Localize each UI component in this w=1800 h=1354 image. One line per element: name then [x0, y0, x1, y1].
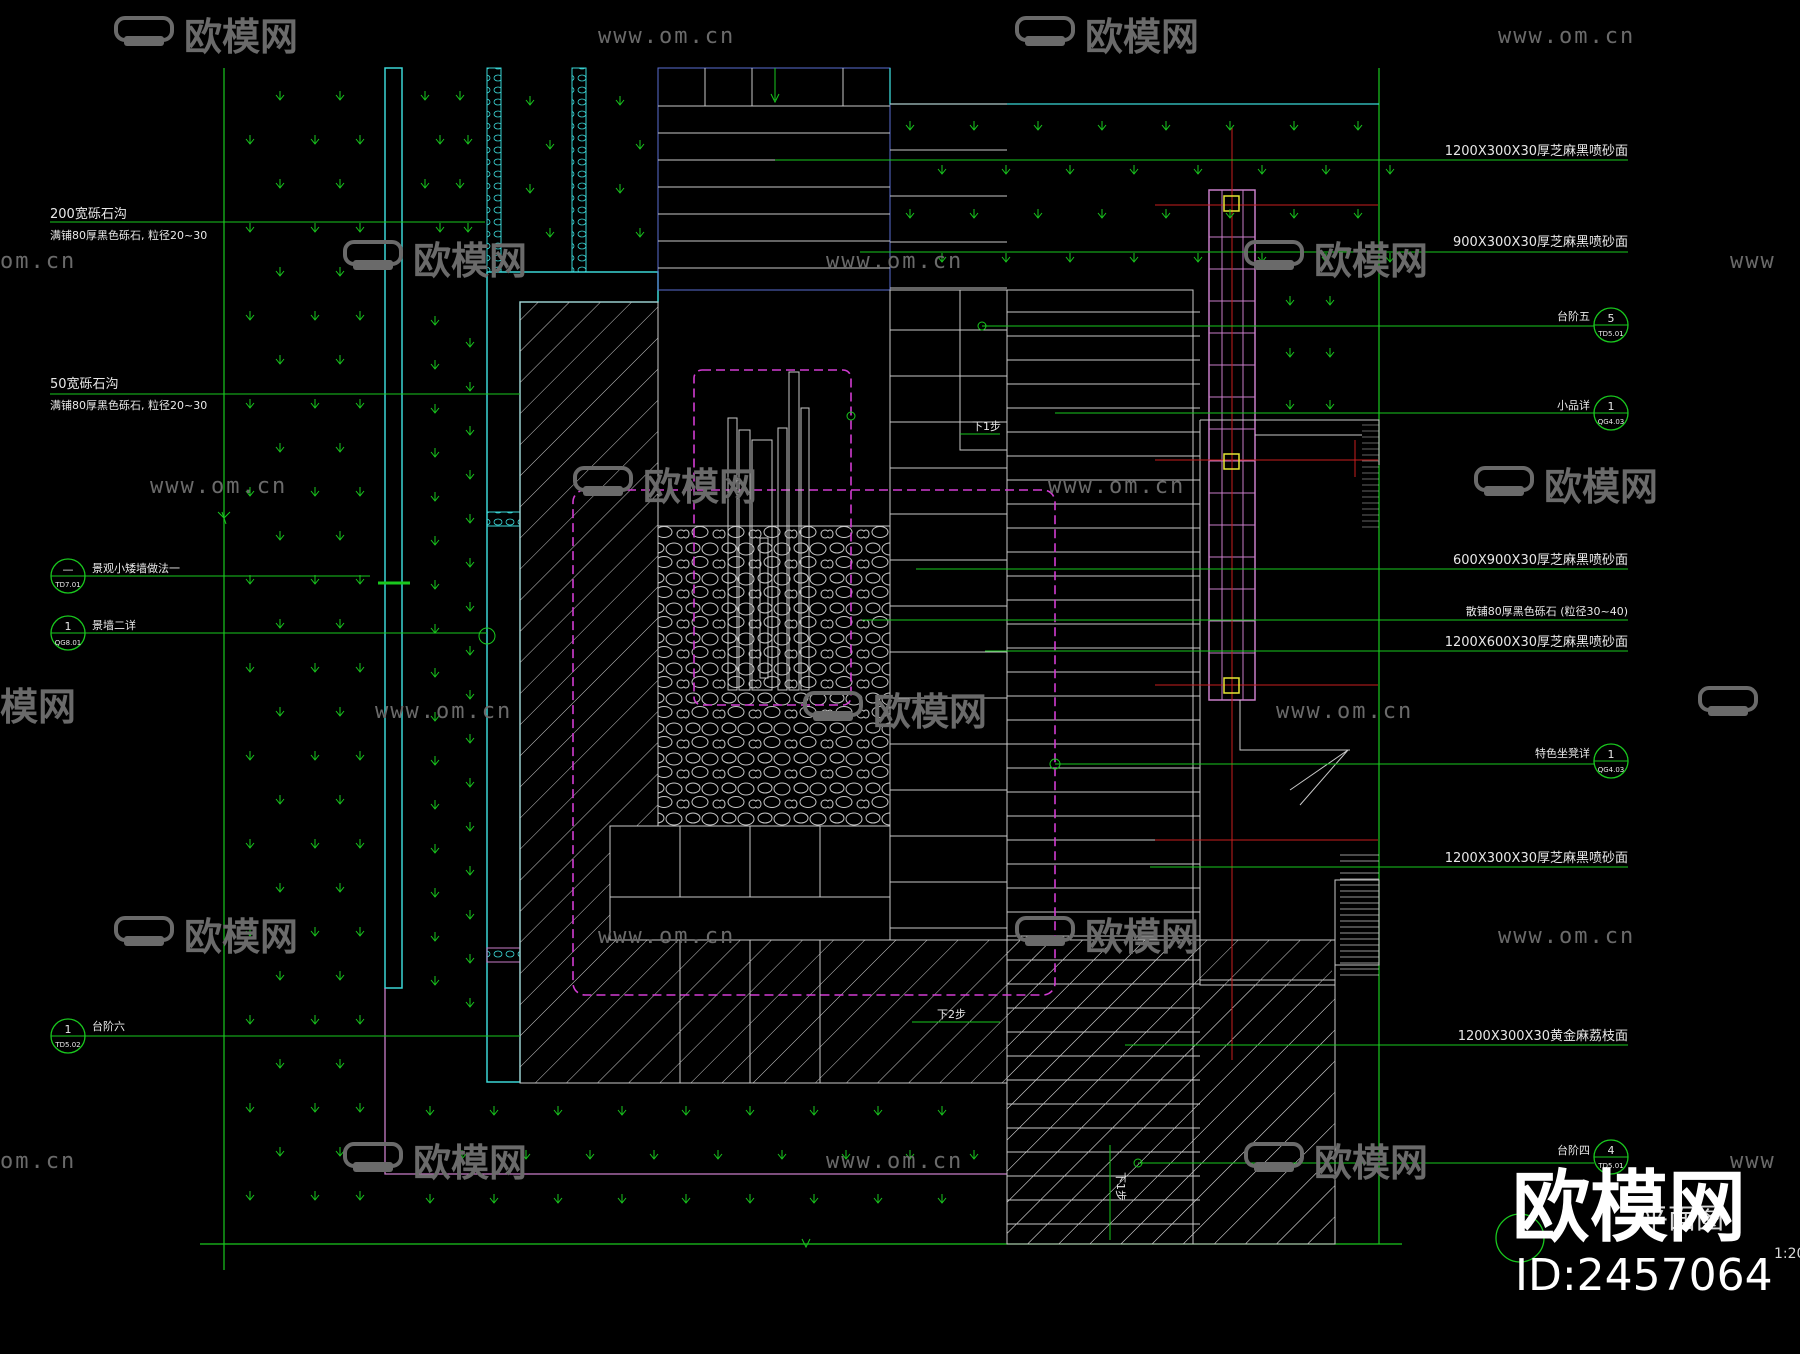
right-label-2: 900X300X30厚芝麻黑喷砂面 [1453, 234, 1628, 250]
drawing-title-text: 平面图 [1640, 1202, 1724, 1235]
callout-left-3-ref: TD5.02 [54, 1041, 80, 1049]
callout-left-3-text: 台阶六 [92, 1019, 125, 1033]
watermark-url: om.cn [0, 249, 76, 274]
svg-text:欧模网: 欧模网 [1544, 465, 1658, 509]
watermark-url: www.om.cn [1498, 24, 1635, 49]
callout-left-2-ref: QG8.01 [55, 639, 82, 647]
right-label-6: 1200X300X30厚芝麻黑喷砂面 [1445, 850, 1628, 866]
callout-right-4-num: 4 [1608, 1144, 1615, 1157]
logo-brand: 欧模网 [1512, 1163, 1746, 1253]
left-label-2-line1: 50宽砾石沟 [50, 376, 119, 392]
watermark-url: www.om.cn [598, 924, 735, 949]
callout-left-1-text: 景观小矮墙做法一 [92, 561, 180, 575]
callout-right-2-num: 1 [1608, 400, 1615, 413]
watermark-brand: 欧模网 [343, 239, 527, 283]
watermark-url: www [1730, 249, 1776, 274]
svg-text:欧模网: 欧模网 [873, 690, 987, 734]
callout-left-3[interactable]: 1 TD5.02 台阶六 [50, 1018, 125, 1054]
watermark-url: www.om.cn [598, 24, 735, 49]
watermark-brand: 欧模网 [343, 1141, 527, 1185]
svg-text:欧模网: 欧模网 [643, 465, 757, 509]
watermark-brand: 欧模网 [1474, 465, 1658, 509]
callout-right-4-text: 台阶四 [1557, 1143, 1590, 1157]
callout-right-4[interactable]: 4 TD5.01 台阶四 [1557, 1139, 1629, 1175]
right-label-4: 散铺80厚黑色砾石 (粒径30~40) [1466, 604, 1628, 618]
callout-right-3[interactable]: 1 QG4.03 特色坐凳详 [1535, 743, 1629, 779]
left-label-1-line2: 满铺80厚黑色砾石, 粒径20~30 [50, 228, 207, 242]
left-annotations: 200宽砾石沟 满铺80厚黑色砾石, 粒径20~30 50宽砾石沟 满铺80厚黑… [50, 206, 207, 1054]
watermark-url: www.om.cn [1498, 924, 1635, 949]
logo-id: ID:2457064 [1515, 1250, 1773, 1301]
right-label-1: 1200X300X30厚芝麻黑喷砂面 [1445, 143, 1628, 159]
watermark-brand: 欧模网 [114, 15, 298, 59]
watermark-brand: 欧模网 [1015, 15, 1199, 59]
left-label-2-line2: 满铺80厚黑色砾石, 粒径20~30 [50, 398, 207, 412]
callout-right-3-text: 特色坐凳详 [1535, 746, 1590, 760]
svg-text:欧模网: 欧模网 [1085, 15, 1199, 59]
watermark-brand: 欧模网 [1015, 915, 1199, 959]
leader-lines [50, 159, 1628, 1164]
callout-right-3-ref: QG4.03 [1598, 766, 1625, 774]
callout-right-1[interactable]: 5 TD5.01 台阶五 [1557, 307, 1629, 343]
watermark-brand: 欧模网 [573, 465, 757, 509]
callout-right-2-text: 小品详 [1557, 398, 1590, 412]
step-label-down-3: 下1步 [1114, 1172, 1127, 1201]
callout-left-2-text: 景墙二详 [92, 618, 136, 632]
svg-text:欧模网: 欧模网 [1314, 1141, 1428, 1185]
right-annotations: 1200X300X30厚芝麻黑喷砂面 900X300X30厚芝麻黑喷砂面 600… [1445, 143, 1629, 1175]
callout-right-1-num: 5 [1608, 312, 1615, 325]
watermark-brand-partial: 模网 [0, 685, 76, 729]
drawing-title: 平面图 1:20 [1495, 1202, 1800, 1263]
callout-right-2-ref: QG4.03 [1598, 418, 1625, 426]
svg-text:欧模网: 欧模网 [1314, 239, 1428, 283]
right-label-7: 1200X300X30黄金麻荔枝面 [1458, 1028, 1628, 1044]
callout-right-1-text: 台阶五 [1557, 309, 1590, 323]
left-label-1-line1: 200宽砾石沟 [50, 206, 127, 222]
callout-left-1-num: — [63, 563, 74, 576]
watermark-url: www.om.cn [1276, 699, 1413, 724]
watermark-url: www.om.cn [150, 474, 287, 499]
watermark-url: www.om.cn [1048, 474, 1185, 499]
watermark-url: www [1730, 1149, 1776, 1174]
svg-text:欧模网: 欧模网 [184, 915, 298, 959]
watermark-brand: 欧模网 [114, 915, 298, 959]
callout-right-2[interactable]: 1 QG4.03 小品详 [1557, 395, 1629, 431]
callout-right-4-ref: TD5.01 [1597, 1162, 1623, 1170]
svg-text:欧模网: 欧模网 [413, 1141, 527, 1185]
callout-left-2-num: 1 [65, 620, 72, 633]
callout-left-3-num: 1 [65, 1023, 72, 1036]
callout-left-1-ref: TD7.01 [54, 581, 80, 589]
callout-left-1[interactable]: — TD7.01 景观小矮墙做法一 [50, 558, 180, 594]
callout-right-1-ref: TD5.01 [1597, 330, 1623, 338]
step-labels: 下1步 下2步 下1步 [937, 420, 1127, 1201]
watermark-url: om.cn [0, 1149, 76, 1174]
watermark-brand: 欧模网 [1244, 239, 1428, 283]
watermark-url: www.om.cn [826, 1149, 963, 1174]
step-label-down-2: 下2步 [937, 1008, 966, 1021]
drawing-scale: 1:20 [1774, 1246, 1800, 1262]
right-label-5: 1200X600X30厚芝麻黑喷砂面 [1445, 634, 1628, 650]
callout-left-2[interactable]: 1 QG8.01 景墙二详 [50, 615, 136, 651]
watermark-layer: 欧模网欧模网欧模网欧模网欧模网欧模网欧模网欧模网欧模网欧模网欧模网www.om.… [0, 15, 1776, 1185]
watermark-url: www.om.cn [826, 249, 963, 274]
plan-geometry [200, 67, 1402, 1270]
right-label-3: 600X900X30厚芝麻黑喷砂面 [1453, 552, 1628, 568]
step-label-down-1: 下1步 [972, 420, 1001, 433]
callout-right-3-num: 1 [1608, 748, 1615, 761]
svg-text:欧模网: 欧模网 [184, 15, 298, 59]
grass-symbols [245, 91, 1395, 1204]
watermark-brand: 欧模网 [1244, 1141, 1428, 1185]
watermark-url: www.om.cn [375, 699, 512, 724]
site-logo: 欧模网 ID:2457064 [1512, 1163, 1773, 1301]
svg-text:欧模网: 欧模网 [413, 239, 527, 283]
watermark-brand: 欧模网 [803, 690, 987, 734]
svg-text:欧模网: 欧模网 [1085, 915, 1199, 959]
